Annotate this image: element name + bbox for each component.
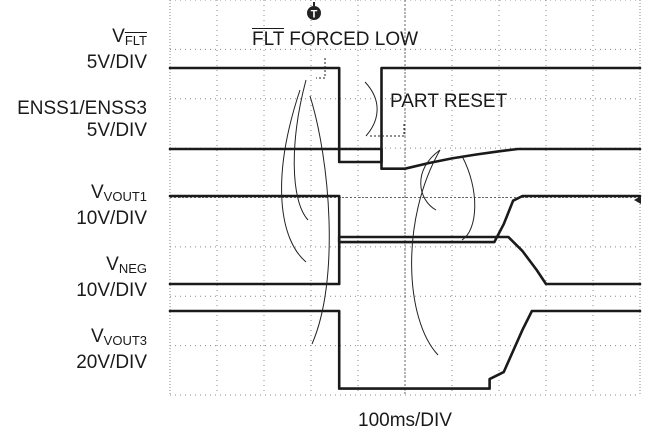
annotation-text: PART RESET <box>390 91 508 112</box>
channel-name: V <box>112 26 125 47</box>
annotation-arrow <box>461 155 476 241</box>
annotation-arrows <box>281 58 476 356</box>
trace-channel-4 <box>168 235 642 286</box>
annotation-overline-text: FLT <box>252 29 285 50</box>
annotation-part-reset: PART RESET <box>390 91 507 113</box>
annotation-arrow <box>370 122 405 137</box>
channel-label-vneg: VNEG 10V/DIV <box>76 254 147 302</box>
annotation-arrow <box>420 149 441 211</box>
channel-label-enss: ENSS1/ENSS3 5V/DIV <box>17 98 147 142</box>
trace-channel-3 <box>168 194 642 244</box>
trigger-marker <box>307 6 321 20</box>
channel-subscript: FLT <box>124 33 147 48</box>
trigger-marker-label: T <box>311 9 318 21</box>
annotation-flt-forced-low: FLT FORCED LOW <box>252 29 418 51</box>
channel-name: V <box>90 326 104 347</box>
trace-channel-1 <box>168 66 642 164</box>
annotation-arrow <box>411 149 441 356</box>
channel-label-vout1: VVOUT1 10V/DIV <box>76 182 147 230</box>
channel-scale: 20V/DIV <box>76 352 147 373</box>
channel-label-vout3: VVOUT3 20V/DIV <box>76 326 147 374</box>
annotation-arrow <box>316 58 326 79</box>
annotation-arrow <box>309 95 330 345</box>
channel-scale: 10V/DIV <box>76 280 147 301</box>
plot-traces <box>168 66 642 390</box>
channel-scale: 10V/DIV <box>76 208 147 229</box>
annotation-arrow <box>281 89 307 263</box>
channel-scale: 5V/DIV <box>86 120 147 141</box>
channel-name: V <box>106 254 119 275</box>
channel-label-vflt: VFLT 5V/DIV <box>87 26 147 74</box>
plot-grid: T <box>169 0 641 396</box>
level-marker <box>634 196 641 204</box>
annotation-arrow <box>364 81 378 137</box>
channel-name: ENSS1/ENSS3 <box>17 98 147 119</box>
channel-subscript: NEG <box>118 261 147 276</box>
annotation-suffix-text: FORCED LOW <box>284 29 419 50</box>
channel-subscript: VOUT1 <box>103 189 147 204</box>
channel-subscript: VOUT3 <box>103 333 147 348</box>
annotation-arrow <box>293 79 309 221</box>
trace-channel-2 <box>168 147 642 170</box>
channel-name: V <box>90 182 104 203</box>
channel-scale: 5V/DIV <box>86 52 147 73</box>
trace-channel-5 <box>168 309 642 390</box>
x-axis-label: 100ms/DIV <box>358 410 452 431</box>
